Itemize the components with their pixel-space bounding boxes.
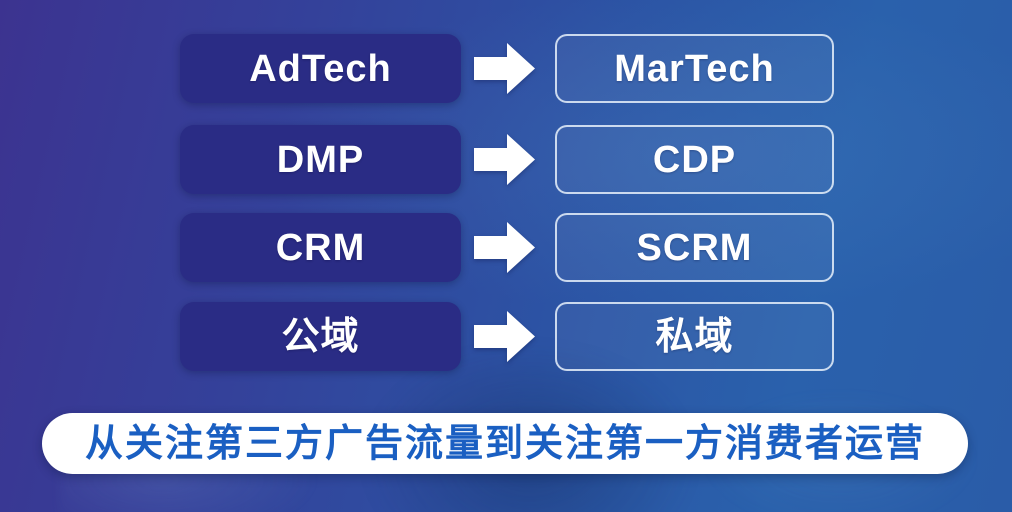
target-label: MarTech [614,47,775,90]
mapping-row: 公域 私域 [0,302,1012,371]
source-label: 公域 [281,315,360,358]
target-label: SCRM [636,226,753,269]
source-label: DMP [276,138,365,181]
summary-banner: 从关注第三方广告流量到关注第一方消费者运营 [42,413,968,474]
mapping-row: CRM SCRM [0,213,1012,282]
source-box-crm: CRM [180,213,461,282]
source-box-public-domain: 公域 [180,302,461,371]
arrow-right-icon [474,131,536,188]
source-box-adtech: AdTech [180,34,461,103]
summary-banner-text: 从关注第三方广告流量到关注第一方消费者运营 [84,422,925,465]
source-label: AdTech [249,47,392,90]
target-label: 私域 [655,315,734,358]
source-label: CRM [275,226,366,269]
arrow-right-icon [474,219,536,276]
target-box-cdp: CDP [555,125,834,194]
arrow-right-icon [474,308,536,365]
target-label: CDP [652,138,737,181]
source-box-dmp: DMP [180,125,461,194]
target-box-scrm: SCRM [555,213,834,282]
target-box-private-domain: 私域 [555,302,834,371]
arrow-right-icon [474,40,536,97]
mapping-row: DMP CDP [0,125,1012,194]
mapping-row: AdTech MarTech [0,34,1012,103]
target-box-martech: MarTech [555,34,834,103]
